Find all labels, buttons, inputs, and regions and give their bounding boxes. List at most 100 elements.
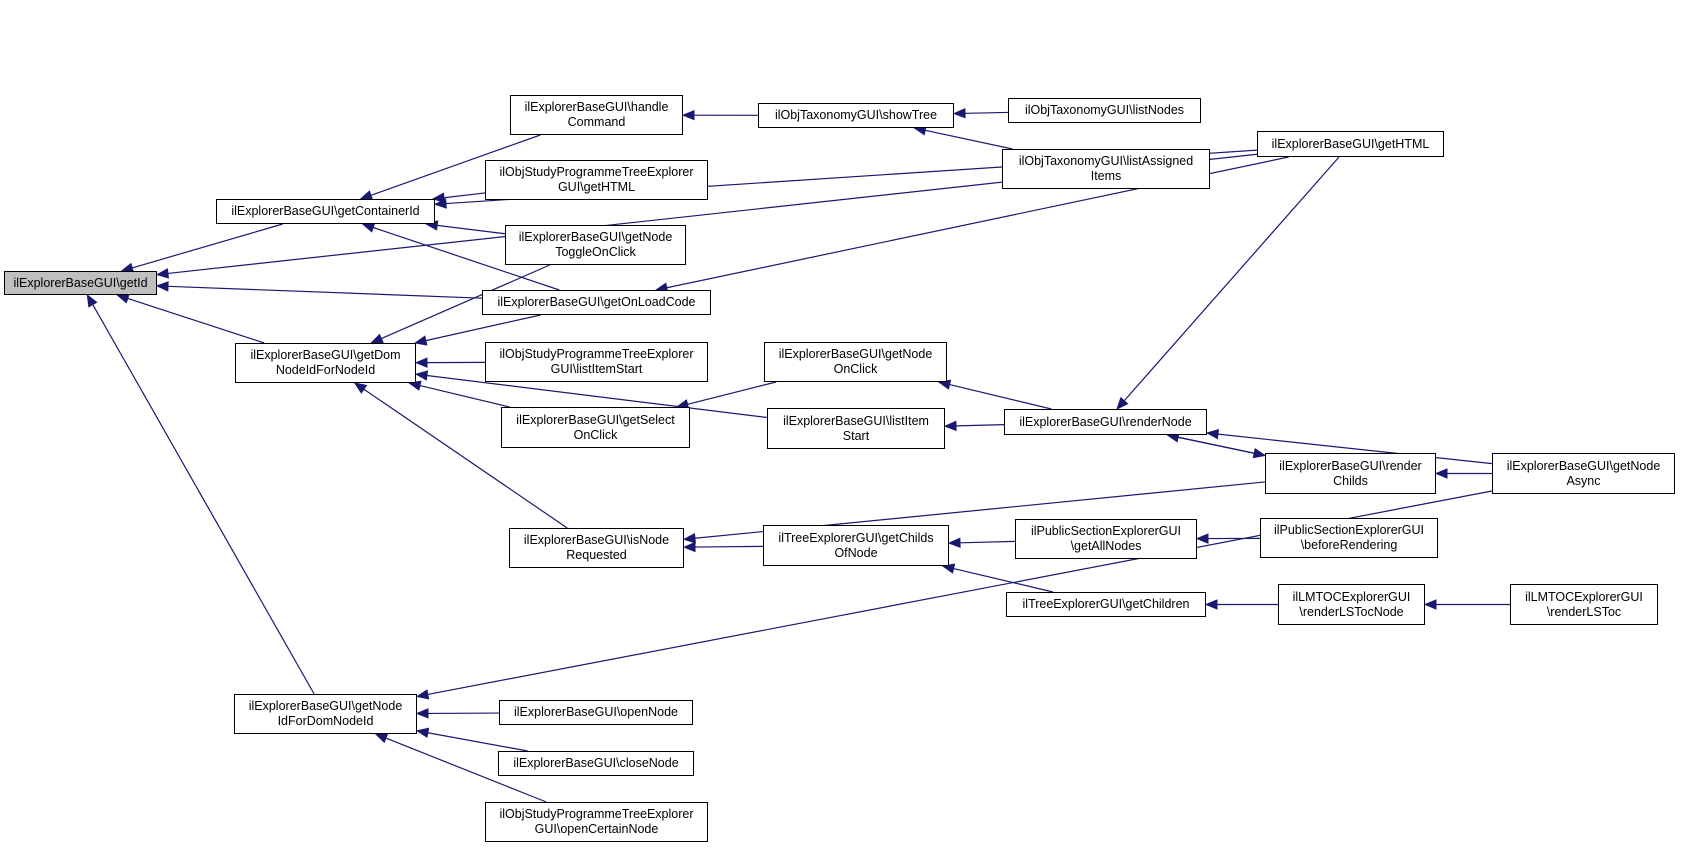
node-showTree[interactable]: ilObjTaxonomyGUI\showTree [758,103,954,128]
node-renderNode[interactable]: ilExplorerBaseGUI\renderNode [1004,409,1207,435]
node-label-line: ilPublicSectionExplorerGUI [1030,524,1182,538]
node-label-line: ilExplorerBaseGUI\getId [13,275,148,290]
edge-getSelectOnClick-to-getDomNodeIdForNodeId [419,384,510,408]
node-label-line: \renderLSToc [1546,604,1622,619]
node-label-line: ilExplorerBaseGUI\getNode [778,347,933,361]
arrowhead-icon [682,541,696,553]
node-label-line: ilExplorerBaseGUI\openNode [514,705,678,719]
arrowhead-icon [1116,396,1129,410]
node-label-line: Childs [1333,473,1368,488]
edge-getNodeOnClick-to-getSelectOnClick [687,381,777,405]
edge-getOnLoadCode-to-getDomNodeIdForNodeId [425,314,541,342]
arrowhead-icon [155,268,170,279]
node-beforeRendering[interactable]: ilPublicSectionExplorerGUI\beforeRenderi… [1260,518,1438,558]
node-label-line: \beforeRendering [1300,538,1398,552]
edge-listNodes-to-showTree [964,111,1009,114]
node-label-line: ilExplorerBaseGUI\getContainerId [231,204,420,218]
arrowhead-icon [1195,533,1209,544]
edge-getChildsOfNode-to-isNodeRequested [694,545,764,548]
node-label-line: IdForDomNodeId [277,714,374,728]
node-label-line: ilObjStudyProgrammeTreeExplorer [499,347,694,361]
edge-listItemStart-to-getDomNodeIdForNodeId [426,374,768,419]
node-label-line: \renderLSTocNode [1299,604,1404,619]
edge-getDomNodeIdForNodeId-to-getId [127,297,265,344]
node-listNodes[interactable]: ilObjTaxonomyGUI\listNodes [1008,98,1201,123]
node-getContainerId[interactable]: ilExplorerBaseGUI\getContainerId [216,199,435,224]
edge-studyGetHTML-to-getContainerId [443,192,486,199]
node-label-line: GUI\getHTML [557,180,636,194]
node-renderLSToc[interactable]: ilLMTOCExplorerGUI\renderLSToc [1510,584,1658,625]
node-renderLSTocNode[interactable]: ilLMTOCExplorerGUI\renderLSTocNode [1278,584,1425,625]
edge-handleCommand-to-getContainerId [370,134,541,196]
edge-getContainerId-to-getId [132,223,283,269]
edge-getChildren-to-getChildsOfNode [953,567,1054,593]
edge-getNodeAsync-to-renderNode [1217,433,1493,465]
node-label-line: ilExplorerBaseGUI\handle [524,100,669,114]
node-label-line: ToggleOnClick [555,245,636,259]
edge-renderNode-to-renderChilds [1167,434,1255,454]
node-label-line: ilLMTOCExplorerGUI [1292,589,1411,604]
node-label-line: ilExplorerBaseGUI\getHTML [1271,136,1430,151]
node-label-line: ilLMTOCExplorerGUI [1525,589,1643,604]
arrowhead-icon [431,192,446,203]
arrowhead-icon [86,293,98,308]
node-label-line: \getAllNodes [1070,539,1142,553]
node-label-line: ilExplorerBaseGUI\renderNode [1019,414,1192,429]
arrowhead-icon [1252,448,1267,459]
arrowhead-icon [1204,599,1218,610]
node-getAllNodes[interactable]: ilPublicSectionExplorerGUI\getAllNodes [1015,519,1197,559]
node-label-line: Requested [566,548,627,562]
arrowhead-icon [361,222,376,233]
node-label-line: GUI\listItemStart [550,362,643,376]
edge-renderNode-to-getNodeOnClick [949,383,1052,410]
node-label-line: ilExplorerBaseGUI\getNode [518,230,673,244]
node-getId[interactable]: ilExplorerBaseGUI\getId [4,271,157,295]
node-label-line: OnClick [573,427,618,442]
arrowhead-icon [413,335,428,346]
node-label-line: ilExplorerBaseGUI\isNode [523,533,670,547]
arrowhead-icon [370,333,384,344]
node-label-line: ilExplorerBaseGUI\getNode [1506,458,1661,473]
edge-renderNode-to-listItemStart [955,424,1005,427]
node-label-line: ilObjTaxonomyGUI\listAssigned [1018,154,1194,168]
node-label-line: NodeIdForNodeId [275,363,376,377]
node-closeNode[interactable]: ilExplorerBaseGUI\closeNode [498,751,694,776]
node-getHTML[interactable]: ilExplorerBaseGUI\getHTML [1257,131,1444,157]
node-label-line: ilExplorerBaseGUI\getOnLoadCode [497,295,696,309]
edge-getNodeToggleOnClick-to-getContainerId [437,224,506,235]
edge-listAssignedItems-to-showTree [925,129,1013,150]
edge-isNodeRequested-to-getDomNodeIdForNodeId [363,388,568,529]
node-getOnLoadCode[interactable]: ilExplorerBaseGUI\getOnLoadCode [482,290,711,315]
edge-getNodeIdForDomNodeId-to-getId [92,304,315,695]
node-label-line: ilObjTaxonomyGUI\listNodes [1024,103,1185,117]
node-label-line: OfNode [834,545,878,560]
node-label-line: ilExplorerBaseGUI\closeNode [513,756,679,770]
node-openNode[interactable]: ilExplorerBaseGUI\openNode [499,700,693,725]
node-getChildren[interactable]: ilTreeExplorerGUI\getChildren [1006,592,1206,617]
arrowhead-icon [943,420,957,432]
arrowhead-icon [115,293,130,304]
edge-getHTML-to-renderNode [1123,156,1340,402]
node-label-line: Start [842,428,870,443]
edge-getNodeToggleOnClick-to-getDomNodeIdForNodeId [381,264,550,340]
arrowhead-icon [433,198,447,209]
arrowhead-icon [353,382,368,394]
node-label-line: ilExplorerBaseGUI\render [1279,458,1422,473]
node-label-line: Async [1566,473,1601,488]
arrowhead-icon [415,689,430,700]
